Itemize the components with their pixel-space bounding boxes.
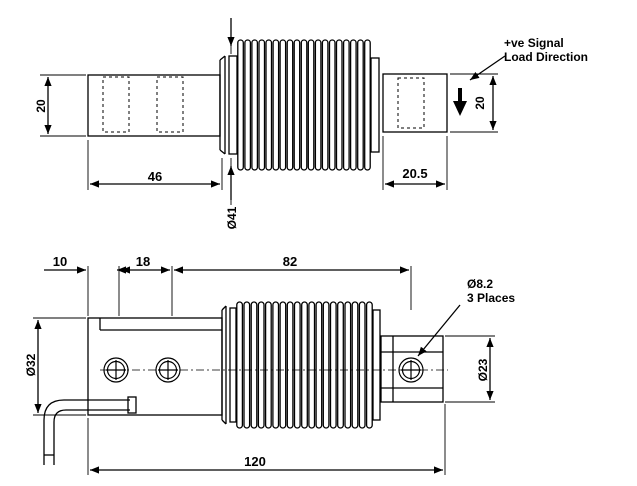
dim-side-right-diameter: Ø23 [476,358,490,381]
top-right-body [382,73,448,133]
side-right-body [380,335,444,403]
dim-total-length: 120 [244,454,266,469]
bellows-rib [258,39,266,171]
bellows-rib [272,301,280,429]
dim-offset-3: 82 [283,254,297,269]
side-view [33,266,495,475]
bellows-rib [315,301,323,429]
top-bellows [237,39,371,171]
bellows-rib [335,39,343,171]
bellows-rib [307,39,315,171]
dim-top-right-height: 20 [473,96,487,110]
bellows-rib [329,301,337,429]
bellows-rib [322,301,330,429]
bellows-rib [314,39,322,171]
bellows-rib [365,301,373,429]
top-left-body [87,74,221,137]
bellows-rib [257,301,265,429]
mounting-hole-1 [103,357,129,383]
bellows-rib [244,39,252,171]
bellows-rib [308,301,316,429]
signal-label-line1: +ve Signal [504,36,564,50]
bellows-rib [236,301,244,429]
dim-offset-2: 18 [136,254,150,269]
bellows-rib [265,39,273,171]
bellows-rib [351,301,359,429]
bellows-rib [301,301,308,429]
side-bellows [236,301,373,429]
dim-side-left-diameter: Ø32 [24,353,38,376]
bellows-rib [342,39,350,171]
mounting-holes [103,357,424,383]
dim-top-diameter: Ø41 [225,206,239,229]
bellows-rib [251,39,259,171]
bellows-rib [272,39,280,171]
cable [43,399,130,465]
bellows-rib [243,301,251,429]
hole-label-line1: Ø8.2 [467,277,493,291]
bellows-rib [357,39,364,171]
mounting-hole-3 [398,357,424,383]
bellows-rib [300,39,308,171]
load-direction-arrow [453,88,467,116]
dim-top-left-height: 20 [34,99,48,113]
bellows-rib [250,301,258,429]
bellows-rib [364,39,371,171]
bellows-rib [321,39,329,171]
bellows-rib [237,39,244,171]
bellows-rib [337,301,344,429]
bellows-rib [279,39,287,171]
bellows-rib [293,301,301,429]
bellows-rib [286,39,294,171]
bellows-rib [349,39,357,171]
mounting-hole-2 [155,357,181,383]
bellows-rib [264,301,272,429]
bellows-rib [358,301,366,429]
bellows-rib [279,301,287,429]
bellows-rib [328,39,336,171]
dim-top-left-length: 46 [148,169,162,184]
dim-offset-1: 10 [53,254,67,269]
bellows-rib [344,301,352,429]
dim-top-right-length: 20.5 [402,166,427,181]
signal-label-line2: Load Direction [504,50,588,64]
bellows-rib [293,39,301,171]
top-view [40,18,506,205]
hole-label-line2: 3 Places [467,291,515,305]
bellows-rib [286,301,294,429]
